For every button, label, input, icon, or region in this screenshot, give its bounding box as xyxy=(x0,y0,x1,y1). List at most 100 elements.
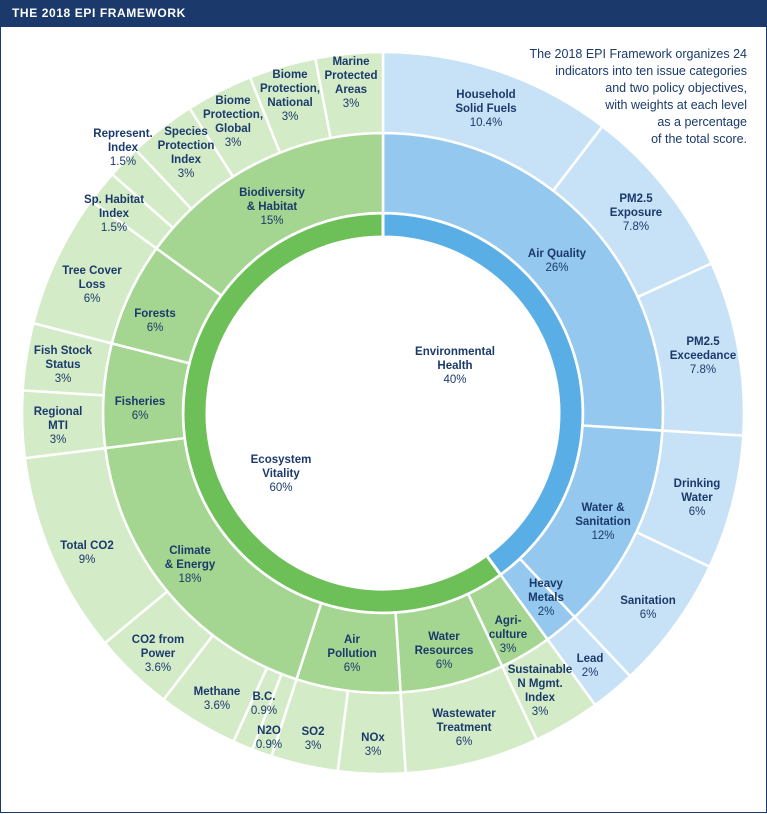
label-name: Water xyxy=(681,492,713,504)
label-name: Biome xyxy=(272,69,307,81)
label-value: 18% xyxy=(178,573,201,585)
label-name: NOx xyxy=(361,732,385,744)
label-name: Lead xyxy=(577,653,604,665)
label-name: Loss xyxy=(79,279,106,291)
label-name: Index xyxy=(108,142,139,154)
label-name: Index xyxy=(99,208,130,220)
label-value: 3% xyxy=(500,643,517,655)
intro-line: as a percentage xyxy=(657,115,747,129)
label-name: Agri- xyxy=(495,615,522,627)
label-air-quality: Air Quality 26% xyxy=(528,248,587,274)
label-name: PM2.5 xyxy=(686,336,720,348)
label-n2o: N2O 0.9% xyxy=(256,725,282,751)
label-value: 9% xyxy=(79,554,96,566)
label-value: 26% xyxy=(545,262,568,274)
label-biodiversity-habitat: Biodiversity & Habitat 15% xyxy=(239,187,305,227)
segment-marine-protected-areas xyxy=(313,50,385,140)
label-name: Vitality xyxy=(262,468,300,480)
label-value: 3% xyxy=(305,740,322,752)
label-value: 3% xyxy=(225,137,242,149)
label-value: 15% xyxy=(260,215,283,227)
label-sanitation: Sanitation 6% xyxy=(620,595,676,621)
label-name: Air Quality xyxy=(528,248,587,260)
label-name: Wastewater xyxy=(432,708,496,720)
label-name: Species xyxy=(164,126,207,138)
label-name: Sanitation xyxy=(575,516,631,528)
label-name: Regional xyxy=(34,406,83,418)
label-name: SO2 xyxy=(301,726,324,738)
label-name: Drinking xyxy=(674,478,721,490)
label-value: 2% xyxy=(538,606,555,618)
label-name: Solid Fuels xyxy=(455,103,516,115)
label-value: 6% xyxy=(689,506,706,518)
label-value: 10.4% xyxy=(470,117,503,129)
label-value: 6% xyxy=(640,609,657,621)
label-name: Global xyxy=(215,123,251,135)
label-name: Status xyxy=(45,359,80,371)
label-nox: NOx 3% xyxy=(361,732,385,758)
label-name: Heavy xyxy=(529,578,563,590)
label-name: PM2.5 xyxy=(619,193,653,205)
label-name: Index xyxy=(171,154,202,166)
label-value: 6% xyxy=(84,293,101,305)
label-name: Protection xyxy=(158,140,215,152)
label-name: Biodiversity xyxy=(239,187,305,199)
label-name: N Mgmt. xyxy=(517,678,562,690)
label-value: 3.6% xyxy=(204,700,230,712)
label-name: Climate xyxy=(169,545,211,557)
label-value: 6% xyxy=(456,736,473,748)
label-value: 60% xyxy=(269,482,292,494)
label-name: Environmental xyxy=(415,346,495,358)
label-value: 3% xyxy=(55,373,72,385)
label-name: Water xyxy=(428,631,460,643)
label-value: 3% xyxy=(50,434,67,446)
label-name: Represent. xyxy=(93,128,152,140)
label-name: N2O xyxy=(257,725,281,737)
page-title: THE 2018 EPI FRAMEWORK xyxy=(12,6,186,20)
label-name: Resources xyxy=(415,645,474,657)
label-b-c: B.C.0.9% xyxy=(251,691,277,717)
label-value: 3% xyxy=(365,746,382,758)
label-value: 6% xyxy=(147,322,164,334)
label-value: 0.9% xyxy=(256,739,282,751)
label-name: Fisheries xyxy=(115,396,166,408)
label-name: Pollution xyxy=(327,648,376,660)
label-name: National xyxy=(267,97,312,109)
label-name: Protection, xyxy=(260,83,320,95)
label-name: Marine xyxy=(332,56,369,68)
label-name: & Habitat xyxy=(247,201,298,213)
label-name: MTI xyxy=(48,420,68,432)
label-value: 3% xyxy=(343,98,360,110)
label-name: Power xyxy=(141,648,176,660)
label-name: Sanitation xyxy=(620,595,676,607)
